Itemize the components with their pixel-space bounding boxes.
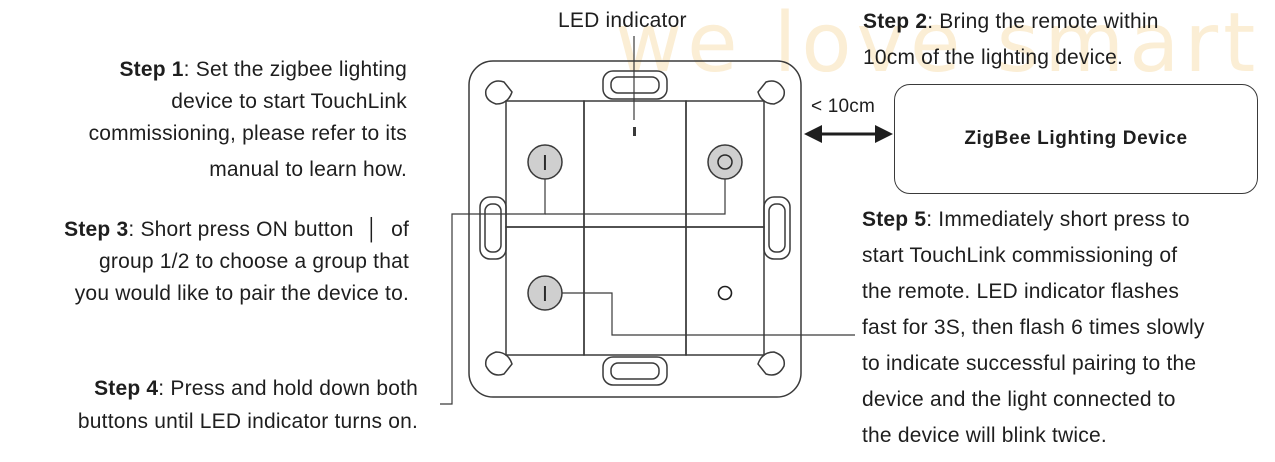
corner-clip-bottom-right (757, 351, 786, 376)
corner-clip-top-right (757, 80, 786, 105)
step5-line2: start TouchLink commissioning of (862, 244, 1178, 267)
step5-line7: the device will blink twice. (862, 424, 1107, 447)
step4-label: Step 4 (94, 377, 159, 400)
distance-arrow-left-head (804, 125, 822, 143)
distance-label: < 10cm (811, 96, 876, 117)
right-latch-outer (763, 196, 791, 260)
top-latch-outer (602, 70, 668, 100)
remote-plate (468, 60, 802, 398)
bottom-latch-outer (602, 356, 668, 386)
step1-line3: commissioning, please refer to its (88, 122, 407, 145)
step5-line5: to indicate successful pairing to the (862, 352, 1197, 375)
led-indicator (633, 127, 636, 136)
step2-line1: : Bring the remote within (927, 10, 1159, 33)
step3-line2: group 1/2 to choose a group that (99, 250, 409, 273)
bottom-latch-inner (610, 362, 660, 380)
step5-line6: device and the light connected to (862, 388, 1176, 411)
step3-line3: you would like to pair the device to. (74, 282, 409, 305)
button-panel-top-center (583, 100, 687, 228)
step4-line2: buttons until LED indicator turns on. (77, 410, 418, 433)
off-symbol-group1 (717, 154, 733, 170)
right-latch-inner (768, 203, 786, 253)
step2-line2: 10cm of the lighting device. (863, 46, 1124, 69)
on-symbol-group2: I (542, 282, 548, 306)
off-button-group2 (717, 285, 733, 301)
step5-label: Step 5 (862, 208, 927, 231)
step4-line1: : Press and hold down both (158, 377, 418, 400)
zigbee-device-box: ZigBee Lighting Device (894, 84, 1258, 194)
step5-line4: fast for 3S, then flash 6 times slowly (862, 316, 1205, 339)
leader-step5 (562, 292, 855, 336)
led-indicator-label: LED indicator (558, 9, 687, 32)
step4-text: Step 4: Press and hold down both buttons… (78, 372, 418, 438)
leader-step3 (440, 179, 546, 405)
button-panel-bottom-center (583, 226, 687, 356)
step2-text: Step 2: Bring the remote within 10cm of … (863, 4, 1159, 76)
step5-line1: : Immediately short press to (926, 208, 1190, 231)
step3-line1a: : Short press ON button (128, 218, 354, 241)
left-latch-outer (479, 196, 507, 260)
off-button-group1 (707, 144, 743, 180)
step1-line4: manual to learn how. (209, 158, 407, 181)
step2-label: Step 2 (863, 10, 928, 33)
zigbee-device-label: ZigBee Lighting Device (964, 128, 1188, 149)
distance-arrow-right-head (875, 125, 893, 143)
step1-text: Step 1: Set the zigbee lighting device t… (89, 54, 407, 186)
step3-text: Step 3: Short press ON button │ of group… (64, 214, 409, 310)
step1-label: Step 1 (119, 58, 184, 81)
step3-label: Step 3 (64, 218, 129, 241)
step5-text: Step 5: Immediately short press to start… (862, 202, 1205, 454)
step1-line1: : Set the zigbee lighting (183, 58, 407, 81)
corner-clip-top-left (484, 80, 513, 105)
leader-step3-off (545, 179, 726, 215)
left-latch-inner (484, 203, 502, 253)
step5-line3: the remote. LED indicator flashes (862, 280, 1180, 303)
button-panel-bottom-right (685, 226, 765, 356)
step3-line1b: of (391, 218, 409, 241)
on-symbol-group1: I (542, 151, 548, 175)
step3-on-symbol: │ (365, 218, 379, 241)
corner-clip-bottom-left (484, 351, 513, 376)
watermark: we love smart (615, 0, 1261, 91)
top-latch-inner (610, 76, 660, 94)
step1-line2: device to start TouchLink (171, 90, 407, 113)
